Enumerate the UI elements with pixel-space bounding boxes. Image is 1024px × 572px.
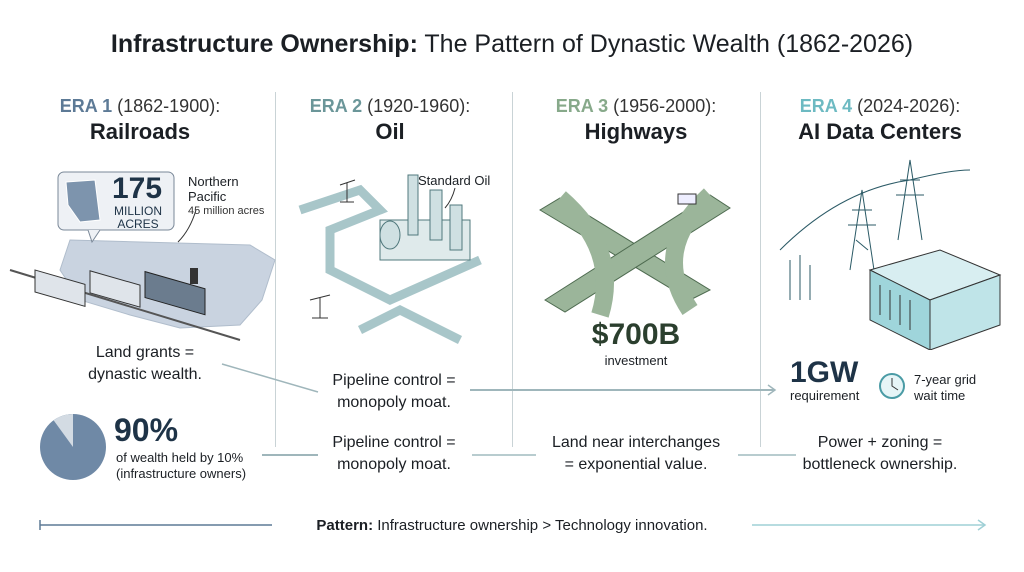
era-4-bottom: Power + zoning =bottleneck ownership. — [802, 434, 958, 473]
wealth-stat-label: of wealth held by 10%(infrastructure own… — [116, 450, 247, 481]
era-2-caption: Pipeline control =monopoly moat. — [332, 372, 456, 411]
power-tower-icon — [779, 159, 971, 300]
era-3-bottom: Land near interchanges= exponential valu… — [551, 434, 721, 473]
pie-slice-remaining — [53, 414, 73, 447]
train-icon — [9, 268, 241, 341]
divider — [760, 92, 761, 447]
oil-refinery-icon — [298, 174, 482, 345]
investment-label: investment — [604, 353, 668, 368]
standard-oil-label: Standard Oil — [418, 173, 491, 188]
era-1-header: ERA 1 (1862-1900): Railroads — [59, 96, 221, 144]
era-1-caption: Land grants =dynastic wealth. — [88, 344, 202, 383]
investment-stat: $700B — [591, 318, 681, 351]
wealth-stat: 90% — [114, 412, 179, 448]
pattern-footer: Pattern: Infrastructure ownership > Tech… — [316, 517, 708, 534]
acres-number: 175 — [112, 172, 163, 205]
era-2-bottom: Pipeline control =monopoly moat. — [332, 434, 456, 473]
page-title: Infrastructure Ownership: The Pattern of… — [110, 30, 914, 58]
era-3-header: ERA 3 (1956-2000): Highways — [555, 96, 717, 144]
divider — [512, 92, 513, 447]
era-2-header: ERA 2 (1920-1960): Oil — [309, 96, 471, 144]
power-label: requirement — [790, 388, 860, 403]
wealth-pie-chart — [40, 414, 106, 480]
illustrations — [9, 159, 1002, 350]
era-4-header: ERA 4 (2024-2026): AI Data Centers — [798, 96, 962, 144]
power-stat: 1GW — [790, 356, 859, 389]
clock-icon — [879, 373, 905, 399]
divider — [275, 92, 276, 447]
acres-callout — [57, 171, 175, 244]
highway-interchange-icon — [539, 188, 731, 318]
data-center-icon — [868, 249, 1002, 350]
